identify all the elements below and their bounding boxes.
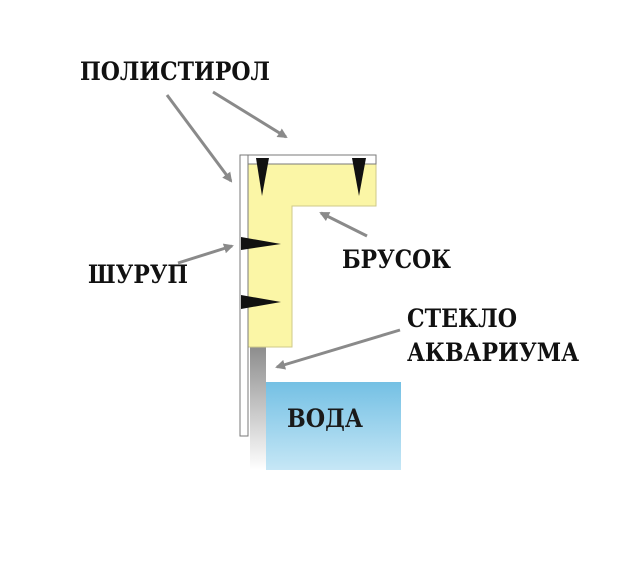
water-block [266,382,401,470]
screw-icon [352,158,366,196]
arrow-screw [177,243,234,265]
polystyrene-side [239,154,249,437]
screw-icon [256,158,269,196]
screw-icon [241,237,281,250]
aquarium-glass [250,346,266,470]
arrow-bar [319,211,368,238]
label-polystyrene: ПОЛИСТИРОЛ [80,57,270,86]
arrow-polystyrene-top [212,90,288,139]
label-screw: ШУРУП [88,260,188,289]
label-glass-line2: АКВАРИУМА [407,338,580,367]
label-glass-line1: СТЕКЛО [407,304,517,333]
label-water: ВОДА [287,404,364,433]
arrow-glass [275,328,401,370]
screw-icon [241,295,281,309]
label-bar: БРУСОК [342,245,451,274]
arrow-polystyrene-side [165,94,233,183]
